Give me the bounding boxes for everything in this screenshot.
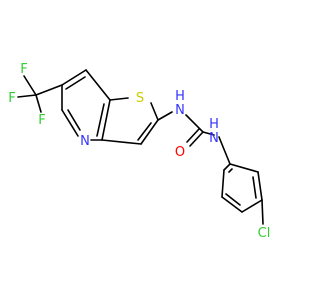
atom-sulfur: S — [136, 91, 144, 106]
bond-nh-carbonyl — [185, 114, 204, 133]
bond-ph-c6-c1 — [223, 163, 231, 171]
atom-hydrogen-urea-right: H — [209, 117, 219, 132]
bond-ph-cl — [261, 199, 264, 225]
bond-cf3-f1 — [23, 75, 37, 96]
atom-fluorine-1: F — [20, 62, 27, 77]
bond-c6-c7 — [61, 69, 87, 86]
bond-c7-c7a — [85, 69, 111, 101]
bond-cf3-f2 — [17, 94, 37, 98]
bond-s-c2 — [150, 102, 159, 121]
bond-c6-c7-inner — [65, 76, 86, 90]
molecule-structure: F F F S N N H O N H Cl — [8, 62, 270, 241]
atom-nitrogen-urea-left: N — [175, 103, 185, 118]
bond-ph-c4-c5 — [221, 196, 243, 213]
bond-c3-c3a — [101, 139, 142, 145]
bond-ph-c1-c2 — [229, 163, 259, 173]
bond-ph-c3-c4 — [241, 199, 263, 213]
atom-fluorine-3: F — [38, 113, 45, 128]
bond-cf3-f3 — [35, 94, 42, 113]
bond-ph-c5-c6 — [221, 169, 225, 198]
atom-labels: F F F S N N H O N H Cl — [8, 62, 270, 241]
atom-nitrogen-urea-right: N — [209, 131, 219, 146]
bond-ph-c4-c5-inner — [225, 193, 241, 206]
bond-cf3-ring — [35, 84, 63, 96]
bond-n4-c5 — [61, 109, 79, 137]
bond-ph-c6-c1-inner — [228, 168, 233, 173]
bond-carbonyl-nh — [202, 131, 215, 136]
bond-n4-c5-inner — [67, 109, 81, 131]
bond-c7a-c3a-inner — [96, 103, 105, 137]
bond-carbonyl-o-inner — [186, 128, 200, 143]
atom-fluorine-2: F — [8, 91, 15, 106]
bond-c7a-c3a — [101, 99, 111, 141]
bond-c2-nh — [157, 111, 173, 121]
molecule-canvas: F F F S N N H O N H Cl — [8, 62, 270, 241]
atom-nitrogen-pyridine: N — [80, 134, 90, 149]
bond-lines — [17, 69, 264, 225]
bond-c7a-s — [109, 97, 129, 101]
atom-chlorine: Cl — [258, 226, 271, 241]
bond-ph-c2-c3 — [257, 171, 263, 201]
bond-nh-aryl — [218, 136, 231, 165]
bond-ph-c2-c3-inner — [252, 176, 257, 199]
bond-c2-c3-inner — [137, 122, 152, 141]
bond-carbonyl-o — [189, 131, 204, 147]
bond-c2-c3 — [140, 119, 159, 145]
atom-oxygen: O — [175, 145, 185, 160]
atom-hydrogen-urea-left: H — [175, 89, 185, 104]
